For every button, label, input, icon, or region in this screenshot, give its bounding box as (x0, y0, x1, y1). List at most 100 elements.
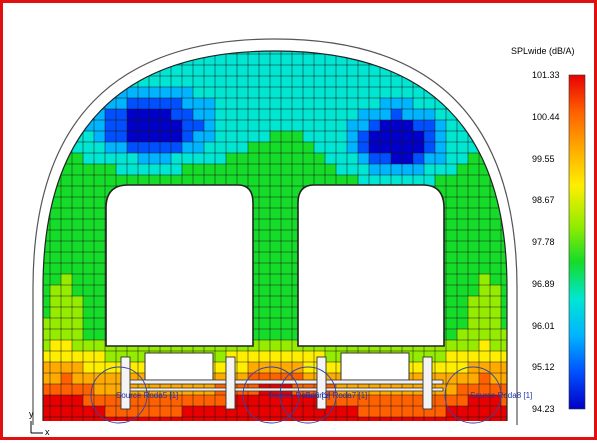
mesh-cell (203, 416, 216, 421)
mesh-cell (280, 51, 293, 55)
mesh-cell (82, 328, 95, 341)
mesh-cell (148, 130, 161, 143)
support-post (316, 356, 327, 410)
mesh-cell (43, 229, 51, 242)
mesh-cell (269, 130, 282, 143)
mesh-cell (489, 86, 502, 99)
mesh-cell (489, 229, 502, 242)
mesh-cell (82, 207, 95, 220)
mesh-cell (43, 51, 51, 55)
mesh-cell (512, 186, 524, 198)
mesh-cell (258, 185, 271, 198)
mesh-cell (291, 119, 304, 132)
mesh-cell (60, 273, 73, 286)
mesh-cell (115, 163, 128, 176)
mesh-cell (82, 130, 95, 143)
mesh-cell (181, 108, 194, 121)
mesh-cell (82, 141, 95, 154)
mesh-cell (368, 152, 381, 165)
mesh-cell (214, 405, 227, 418)
mesh-cell (170, 119, 183, 132)
mesh-cell (368, 86, 381, 99)
mesh-cell (434, 64, 447, 77)
mesh-cell (512, 417, 524, 429)
mesh-cell (181, 119, 194, 132)
mesh-cell (181, 75, 194, 88)
mesh-cell (512, 131, 524, 143)
mesh-cell (60, 262, 73, 275)
mesh-cell (280, 306, 293, 319)
mesh-cell (500, 97, 507, 110)
mesh-cell (203, 86, 216, 99)
mesh-cell (93, 64, 106, 77)
mesh-cell (49, 53, 62, 66)
mesh-cell (104, 152, 117, 165)
mesh-cell (203, 75, 216, 88)
mesh-cell (512, 252, 524, 264)
mesh-cell (478, 372, 491, 385)
mesh-cell (467, 328, 480, 341)
mesh-cell (269, 108, 282, 121)
mesh-cell (93, 86, 106, 99)
mesh-cell (192, 119, 205, 132)
mesh-cell (423, 64, 436, 77)
mesh-cell (478, 53, 491, 66)
mesh-cell (324, 152, 337, 165)
mesh-cell (401, 51, 414, 55)
source-label: Source Roda7 [1] (305, 391, 367, 400)
mesh-cell (181, 152, 194, 165)
mesh-cell (214, 350, 227, 363)
mesh-cell (225, 119, 238, 132)
mesh-cell (203, 130, 216, 143)
mesh-cell (269, 240, 282, 253)
mesh-cell (60, 174, 73, 187)
mesh-cell (512, 164, 524, 176)
mesh-cell (43, 262, 51, 275)
mesh-cell (280, 152, 293, 165)
mesh-cell (82, 317, 95, 330)
mesh-cell (236, 130, 249, 143)
mesh-cell (280, 416, 293, 421)
mesh-cell (280, 119, 293, 132)
mesh-cell (82, 416, 95, 421)
mesh-cell (445, 218, 458, 231)
mesh-cell (181, 141, 194, 154)
mesh-cell (258, 97, 271, 110)
mesh-cell (445, 207, 458, 220)
mesh-cell (225, 141, 238, 154)
mesh-cell (434, 163, 447, 176)
mesh-cell (203, 152, 216, 165)
mesh-cell (192, 97, 205, 110)
mesh-cell (390, 108, 403, 121)
mesh-cell (489, 218, 502, 231)
mesh-cell (82, 196, 95, 209)
mesh-cell (71, 163, 84, 176)
mesh-cell (71, 207, 84, 220)
mesh-cell (434, 51, 447, 55)
mesh-cell (43, 306, 51, 319)
mesh-cell (302, 86, 315, 99)
mesh-cell (324, 108, 337, 121)
mesh-cell (489, 262, 502, 275)
mesh-cell (203, 394, 216, 407)
mesh-cell (192, 64, 205, 77)
mesh-cell (49, 306, 62, 319)
mesh-cell (170, 141, 183, 154)
mesh-cell (467, 207, 480, 220)
mesh-cell (247, 361, 260, 374)
mesh-cell (291, 64, 304, 77)
mesh-cell (214, 361, 227, 374)
mesh-cell (148, 108, 161, 121)
mesh-cell (43, 64, 51, 77)
mesh-cell (280, 295, 293, 308)
mesh-cell (60, 152, 73, 165)
mesh-cell (324, 86, 337, 99)
support-post (120, 356, 131, 410)
mesh-cell (236, 361, 249, 374)
mesh-cell (126, 86, 139, 99)
mesh-cell (423, 97, 436, 110)
mesh-cell (313, 53, 326, 66)
mesh-cell (43, 339, 51, 352)
mesh-cell (412, 97, 425, 110)
mesh-cell (60, 416, 73, 421)
